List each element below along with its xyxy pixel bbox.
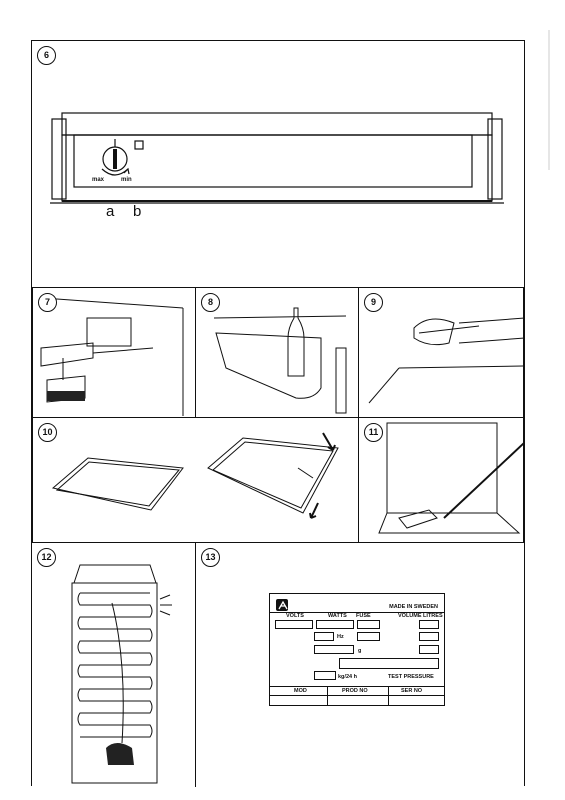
dial-min-label: min <box>121 177 132 183</box>
figure-7-number: 7 <box>38 293 57 312</box>
figure-12-panel: 12 <box>32 542 196 787</box>
volume-field-2 <box>419 632 439 641</box>
watts-field <box>316 620 354 629</box>
figure-11-number: 11 <box>364 423 383 442</box>
figure-13-number: 13 <box>201 548 220 567</box>
label-a: a <box>106 203 115 220</box>
figure-9-panel: 9 <box>358 287 524 418</box>
kg24-field <box>314 671 336 680</box>
figure-7-panel: 7 <box>32 287 196 418</box>
instruction-sheet: 6 max min a b 7 <box>31 40 525 787</box>
figure-13-panel: 13 <box>195 542 524 787</box>
condenser-back-drawing <box>71 564 172 784</box>
mod-label: MOD <box>294 688 307 694</box>
plate-col-divider-1 <box>327 686 328 706</box>
electrolux-logo-icon <box>276 599 288 611</box>
dial-max-label: max <box>92 177 105 183</box>
volume-field <box>419 620 439 629</box>
long-field <box>339 658 439 669</box>
freezer-drip-tray-drawing <box>40 297 184 416</box>
label-b: b <box>133 203 142 220</box>
crisper-cleaning-drawing <box>378 422 523 534</box>
drain-hole-cleaning-drawing <box>368 317 523 404</box>
volts-label: VOLTS <box>286 613 304 619</box>
door-bottle-rack-drawing <box>213 307 347 414</box>
plate-col-divider-2 <box>388 686 389 706</box>
glass-shelf-drawing <box>51 432 339 519</box>
figure-12-number: 12 <box>37 548 56 567</box>
figure-9-number: 9 <box>364 293 383 312</box>
plate-divider-bottom <box>270 686 444 687</box>
ser-no-label: SER NO <box>401 688 423 694</box>
figure-10-number: 10 <box>38 423 57 442</box>
figure-6-panel: 6 max min a b <box>32 41 524 288</box>
plate-divider-fields <box>270 695 444 696</box>
figure-8-number: 8 <box>201 293 220 312</box>
figure-6-number: 6 <box>37 46 56 65</box>
volts-field <box>275 620 313 629</box>
g-field-2 <box>419 645 439 654</box>
made-in-sweden: MADE IN SWEDEN <box>389 604 438 610</box>
watts-label: WATTS <box>328 613 347 619</box>
g-field <box>314 645 354 654</box>
page-edge-mark <box>548 30 550 170</box>
figure-8-panel: 8 <box>195 287 359 418</box>
figure-11-panel: 11 <box>358 417 524 543</box>
fuse-label: FUSE <box>356 613 371 619</box>
control-panel-drawing <box>50 112 504 204</box>
hz-field <box>314 632 334 641</box>
kg24-label: kg/24 h <box>338 674 357 680</box>
test-pressure-label: TEST PRESSURE <box>388 674 434 680</box>
rating-plate: MADE IN SWEDEN VOLTS WATTS FUSE VOLUME L… <box>269 593 445 706</box>
g-label: g <box>358 648 362 654</box>
fuse-field <box>357 620 380 629</box>
figure-10-panel: 10 <box>32 417 359 543</box>
hz-label: Hz <box>337 634 344 640</box>
volume-litres-label: VOLUME LITRES <box>398 613 443 619</box>
hz-field-2 <box>357 632 380 641</box>
plate-divider-top <box>270 612 444 613</box>
prod-no-label: PROD NO <box>342 688 368 694</box>
